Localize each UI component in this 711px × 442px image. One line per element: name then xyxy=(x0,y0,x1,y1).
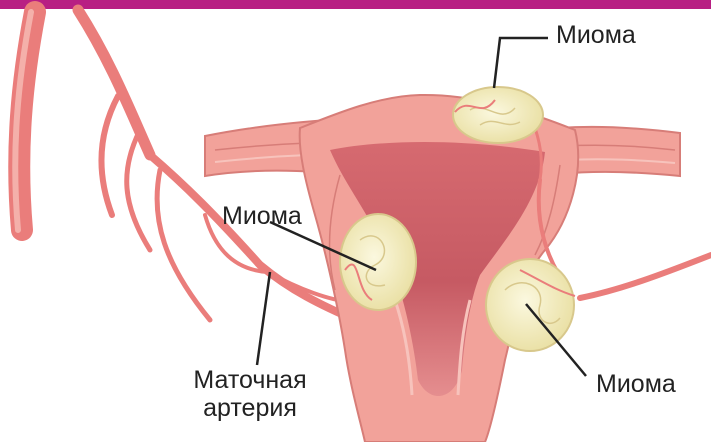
fibroid-label-right: Миома xyxy=(596,371,676,399)
uterine-artery-label-line1: Маточная xyxy=(180,367,320,395)
fibroid-label-top: Миома xyxy=(556,22,636,50)
fibroid-top xyxy=(453,87,543,143)
fibroid-right xyxy=(486,259,575,351)
uterine-artery-label: Маточная артерия xyxy=(180,367,320,422)
leader-artery xyxy=(257,272,270,365)
top-color-band xyxy=(0,0,711,9)
fibroid-left xyxy=(340,214,416,310)
leader-top xyxy=(494,38,548,88)
uterine-artery-label-line2: артерия xyxy=(180,395,320,423)
fibroid-label-left: Миома xyxy=(222,203,302,231)
